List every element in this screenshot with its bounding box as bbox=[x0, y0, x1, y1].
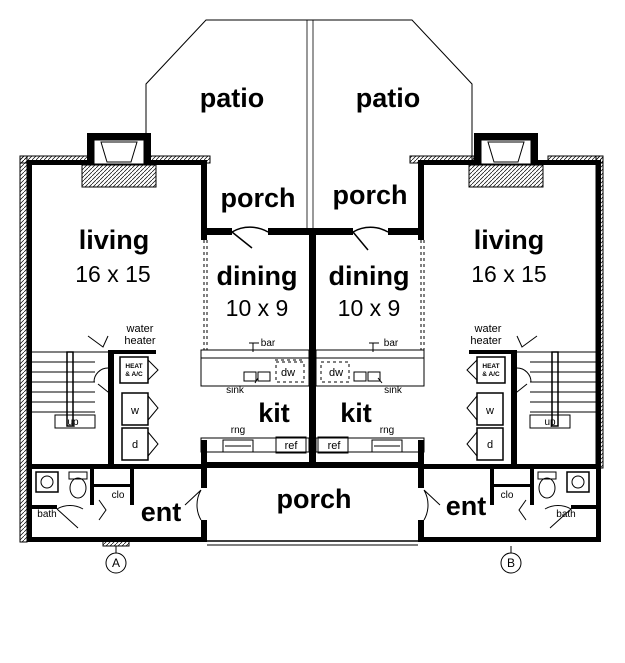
kit-right-label: kit bbox=[340, 398, 372, 428]
fireplace-right bbox=[468, 133, 544, 188]
patio-right-label: patio bbox=[356, 83, 421, 113]
bar-right-label: bar bbox=[384, 338, 399, 349]
water-heater-left-label-1: water bbox=[126, 323, 154, 335]
walls bbox=[27, 160, 601, 542]
porch-front-label: porch bbox=[276, 484, 351, 514]
stairs-up-left-label: up bbox=[67, 417, 79, 428]
water-heater-right-label-2: heater bbox=[470, 335, 502, 347]
bar-left bbox=[200, 349, 310, 387]
water-heater-left-label-2: heater bbox=[124, 335, 156, 347]
dining-right-size: 10 x 9 bbox=[338, 295, 401, 321]
kitchen-counter-right bbox=[315, 436, 425, 454]
living-right-size: 16 x 15 bbox=[471, 261, 546, 287]
heat-right-label: HEAT bbox=[482, 363, 499, 370]
porch-left-label: porch bbox=[220, 183, 295, 213]
washer-right-label: w bbox=[485, 405, 494, 417]
leader-lines bbox=[249, 342, 383, 384]
bar-left-label: bar bbox=[261, 338, 276, 349]
rng-right-label: rng bbox=[380, 425, 394, 436]
heat-left-label: HEAT bbox=[125, 363, 142, 370]
living-right-label: living bbox=[474, 225, 545, 255]
living-left-size: 16 x 15 bbox=[75, 261, 150, 287]
unit-marker-b: B bbox=[500, 546, 522, 574]
closet-left-label: clo bbox=[112, 490, 125, 501]
bath-right-label: bath bbox=[556, 509, 575, 520]
ref-left-label: ref bbox=[285, 440, 299, 452]
unit-marker-a: A bbox=[105, 546, 127, 574]
dw-left-label: dw bbox=[281, 367, 295, 379]
stairs-left bbox=[32, 335, 114, 429]
sink-right-label: sink bbox=[384, 385, 403, 396]
kit-left-label: kit bbox=[258, 398, 290, 428]
dining-left-label: dining bbox=[217, 261, 298, 291]
front-porch-outline bbox=[207, 540, 418, 546]
fireplace-left bbox=[81, 133, 157, 188]
living-left-label: living bbox=[79, 225, 150, 255]
porch-right-label: porch bbox=[332, 180, 407, 210]
unit-b-label: B bbox=[507, 556, 515, 570]
bath-fixtures-right bbox=[423, 471, 590, 529]
laundry-right bbox=[466, 356, 506, 461]
dining-openings bbox=[203, 240, 425, 350]
stairs-right bbox=[511, 335, 596, 429]
washer-left-label: w bbox=[130, 405, 139, 417]
ac-right-label: & A/C bbox=[482, 371, 500, 378]
closet-right-label: clo bbox=[501, 490, 514, 501]
dryer-left-label: d bbox=[132, 439, 138, 451]
patio-left-label: patio bbox=[200, 83, 265, 113]
ent-right-label: ent bbox=[446, 491, 487, 521]
dw-right-label: dw bbox=[329, 367, 343, 379]
ref-right-label: ref bbox=[328, 440, 342, 452]
ac-left-label: & A/C bbox=[125, 371, 143, 378]
bath-left-label: bath bbox=[37, 509, 56, 520]
porch-door-right[interactable] bbox=[352, 226, 389, 251]
dining-right-label: dining bbox=[329, 261, 410, 291]
stairs-up-right-label: up bbox=[544, 417, 556, 428]
bar-right bbox=[315, 349, 425, 387]
ent-left-label: ent bbox=[141, 497, 182, 527]
sink-left-label: sink bbox=[226, 385, 245, 396]
rng-left-label: rng bbox=[231, 425, 245, 436]
porch-door-left[interactable] bbox=[231, 226, 269, 249]
dryer-right-label: d bbox=[487, 439, 493, 451]
laundry-left bbox=[119, 356, 159, 461]
kitchen-counter-left bbox=[200, 436, 310, 454]
bath-fixtures-left bbox=[35, 471, 202, 529]
water-heater-right-label-1: water bbox=[474, 323, 502, 335]
dining-left-size: 10 x 9 bbox=[226, 295, 289, 321]
unit-a-label: A bbox=[112, 556, 120, 570]
